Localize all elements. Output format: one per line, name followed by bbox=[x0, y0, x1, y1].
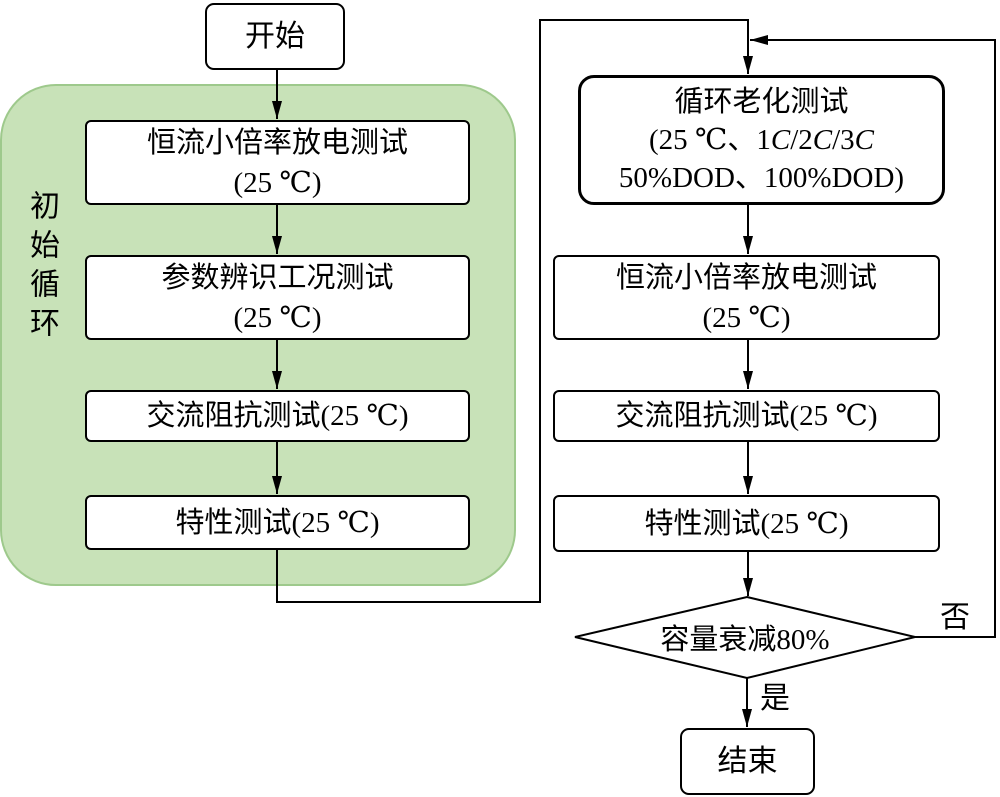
start-node: 开始 bbox=[205, 3, 345, 70]
end-label: 结束 bbox=[717, 744, 778, 778]
step-title: 恒流小倍率放电测试 bbox=[615, 261, 877, 294]
aging-step-discharge: 恒流小倍率放电测试 (25 ℃) bbox=[553, 255, 940, 340]
connector-initial-to-aging bbox=[276, 19, 753, 603]
step-title: 交流阻抗测试(25 ℃) bbox=[615, 400, 878, 432]
connector-no-loop-back bbox=[750, 35, 996, 638]
step-title: 特性测试(25 ℃) bbox=[644, 507, 849, 540]
step-title: 恒流小倍率放电测试 bbox=[146, 126, 408, 159]
aging-step-cycle-aging: 循环老化测试 (25 ℃、1C/2C/3C 50%DOD、100%DOD) bbox=[578, 75, 945, 205]
aging-step-characteristic: 特性测试(25 ℃) bbox=[553, 495, 940, 552]
initial-step-impedance: 交流阻抗测试(25 ℃) bbox=[85, 390, 470, 442]
step-condition: (25 ℃) bbox=[233, 301, 322, 334]
initial-step-discharge: 恒流小倍率放电测试 (25 ℃) bbox=[85, 120, 470, 205]
step-title: 交流阻抗测试(25 ℃) bbox=[146, 400, 409, 432]
no-branch-label: 否 bbox=[940, 601, 970, 634]
initial-step-characteristic: 特性测试(25 ℃) bbox=[85, 495, 470, 550]
step-condition: (25 ℃、1C/2C/3C bbox=[648, 124, 874, 156]
aging-step-impedance: 交流阻抗测试(25 ℃) bbox=[553, 390, 940, 442]
decision-label: 容量衰减80% bbox=[660, 624, 830, 656]
step-title: 特性测试(25 ℃) bbox=[175, 506, 380, 539]
step-condition: 50%DOD、100%DOD) bbox=[618, 162, 905, 194]
step-condition: (25 ℃) bbox=[233, 166, 322, 199]
step-condition: (25 ℃) bbox=[702, 301, 791, 334]
yes-branch-label: 是 bbox=[760, 682, 790, 715]
end-node: 结束 bbox=[680, 728, 815, 795]
initial-cycle-label: 初始循环 bbox=[25, 190, 58, 346]
start-label: 开始 bbox=[245, 19, 305, 53]
step-title: 循环老化测试 bbox=[674, 86, 849, 118]
step-title: 参数辨识工况测试 bbox=[161, 261, 394, 294]
initial-step-parameter-identification: 参数辨识工况测试 (25 ℃) bbox=[85, 255, 470, 340]
